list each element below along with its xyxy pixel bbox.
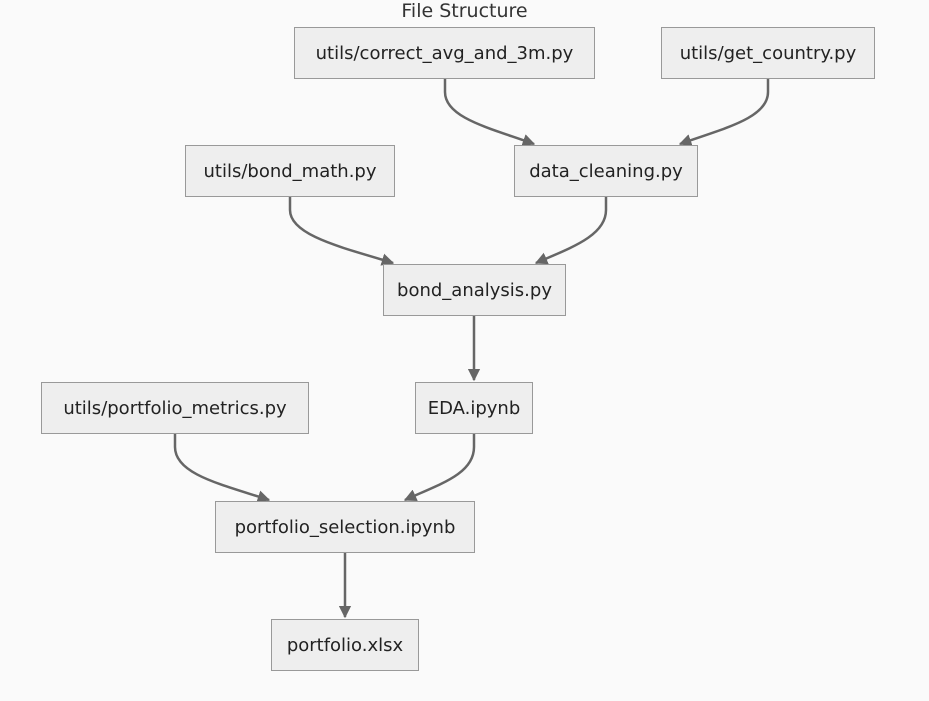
node-label: portfolio_selection.ipynb xyxy=(234,516,456,538)
node-data-cleaning[interactable]: data_cleaning.py xyxy=(514,145,698,197)
edge-data-cleaning-to-bond-analysis xyxy=(534,197,608,265)
node-get-country[interactable]: utils/get_country.py xyxy=(661,27,875,79)
node-portfolio-xlsx[interactable]: portfolio.xlsx xyxy=(271,619,419,671)
node-eda[interactable]: EDA.ipynb xyxy=(415,382,533,434)
node-correct-avg-and-3m[interactable]: utils/correct_avg_and_3m.py xyxy=(294,27,595,79)
edge-correct-avg-to-data-cleaning xyxy=(443,79,536,147)
edge-eda-to-portfolio-selection xyxy=(403,434,476,502)
node-label: data_cleaning.py xyxy=(529,160,683,182)
node-portfolio-metrics[interactable]: utils/portfolio_metrics.py xyxy=(41,382,309,434)
node-bond-analysis[interactable]: bond_analysis.py xyxy=(383,264,566,316)
node-label: portfolio.xlsx xyxy=(286,634,404,656)
node-label: utils/get_country.py xyxy=(679,42,857,64)
diagram-title: File Structure xyxy=(401,0,528,22)
node-label: utils/correct_avg_and_3m.py xyxy=(315,42,574,64)
node-label: utils/bond_math.py xyxy=(203,160,377,182)
edge-get-country-to-data-cleaning xyxy=(678,79,770,147)
node-portfolio-selection[interactable]: portfolio_selection.ipynb xyxy=(215,501,475,553)
edge-portfolio-metrics-to-portfolio-selection xyxy=(173,434,271,503)
node-bond-math[interactable]: utils/bond_math.py xyxy=(185,145,395,197)
node-label: bond_analysis.py xyxy=(397,279,552,301)
node-label: utils/portfolio_metrics.py xyxy=(63,397,287,419)
edge-bond-math-to-bond-analysis xyxy=(288,197,395,266)
node-label: EDA.ipynb xyxy=(427,397,521,419)
